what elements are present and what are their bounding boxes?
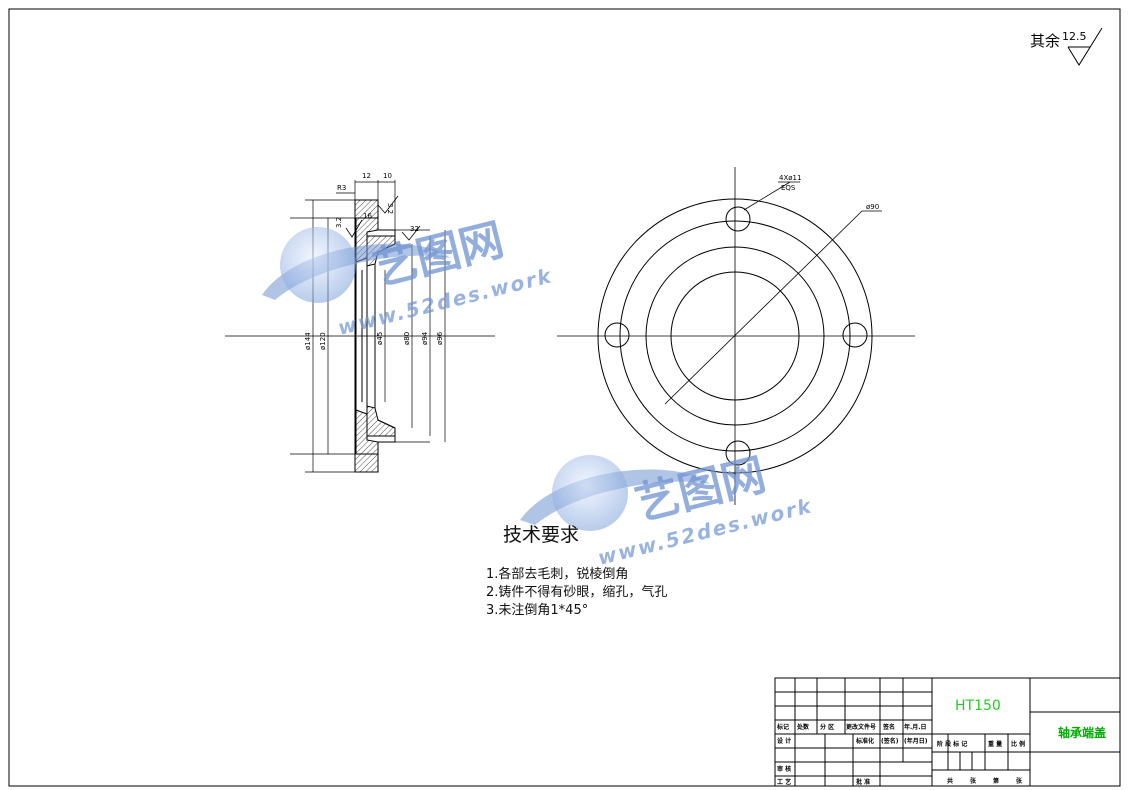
hole-left: [604, 322, 630, 348]
dim-side-4: 3.2: [335, 217, 343, 228]
sheet-total-unit: 张: [970, 777, 977, 785]
dim-top-2: 10: [383, 172, 392, 180]
front-view: [557, 167, 915, 505]
th-count: 处数: [796, 723, 810, 731]
th-date: 年.月.日: [904, 723, 927, 731]
dim-side-3: 3.2: [386, 203, 394, 214]
dim-side-1: 16: [363, 212, 372, 220]
dim-dia-1: ø144: [304, 332, 312, 350]
dim-dia-3: ø45: [376, 332, 384, 345]
dim-dia-5: ø94: [421, 331, 429, 345]
row-design: 设 计: [777, 737, 791, 745]
hole-note-2: EQS: [781, 184, 796, 192]
dim-radius: R3: [337, 184, 346, 192]
th-sign: 签名: [882, 723, 895, 731]
requirement-item-3: 3.未注倒角1*45°: [486, 603, 588, 618]
roughness-note: 其余 12.5: [1030, 27, 1103, 66]
requirement-item-1: 1.各部去毛刺，锐棱倒角: [486, 566, 628, 582]
th-zone: 分 区: [820, 723, 834, 731]
stage-header: 阶 段 标 记: [937, 740, 967, 748]
dim-dia-6: ø96: [436, 331, 444, 345]
row-approve: 批 准: [856, 778, 870, 786]
row-signature: (签名): [881, 737, 899, 745]
row-yymmdd: (年月日): [904, 737, 928, 745]
dim-dia-4: ø80: [403, 332, 411, 345]
dim-dia-2: ø120: [319, 332, 327, 350]
hole-right: [842, 322, 868, 348]
dim-side-2: 32: [410, 225, 419, 233]
material-label: HT150: [955, 698, 1001, 714]
row-process: 工 艺: [777, 778, 791, 786]
requirements-title: 技术要求: [503, 524, 579, 546]
watermark-2: 艺图网 www.52des.work: [520, 449, 815, 570]
hole-note-1: 4Xø11: [779, 174, 801, 182]
watermark-1: 艺图网 www.52des.work: [262, 214, 555, 340]
requirement-item-2: 2.铸件不得有砂眼，缩孔，气孔: [486, 584, 667, 600]
section-dim-texts: 12 10 R3 16 32 3.2 3.2 ø144 ø120 ø45 ø80…: [304, 172, 444, 350]
dim-top-1: 12: [362, 172, 371, 180]
hole-top: [725, 206, 751, 232]
roughness-value: 12.5: [1062, 30, 1087, 43]
row-review: 审 核: [777, 765, 791, 773]
roughness-prefix: 其余: [1030, 32, 1060, 50]
scale-header: 比 例: [1011, 740, 1025, 748]
sheet-total: 共: [947, 777, 953, 785]
weight-header: 重 量: [988, 740, 1002, 748]
part-name-label: 轴承端盖: [1058, 725, 1106, 740]
hole-bottom: [725, 440, 751, 466]
sheet-border: [8, 8, 1121, 787]
pcd-label: ø90: [866, 203, 879, 211]
th-docno: 更改文件号: [846, 723, 876, 731]
roughness-symbol: [1067, 27, 1103, 66]
row-standard: 标准化: [855, 737, 874, 745]
th-mark: 标记: [776, 723, 789, 731]
section-outline-bottom: [355, 419, 396, 473]
sheet-current: 第: [992, 777, 999, 785]
title-block: [774, 677, 1121, 787]
sheet-current-unit: 张: [1016, 777, 1023, 785]
